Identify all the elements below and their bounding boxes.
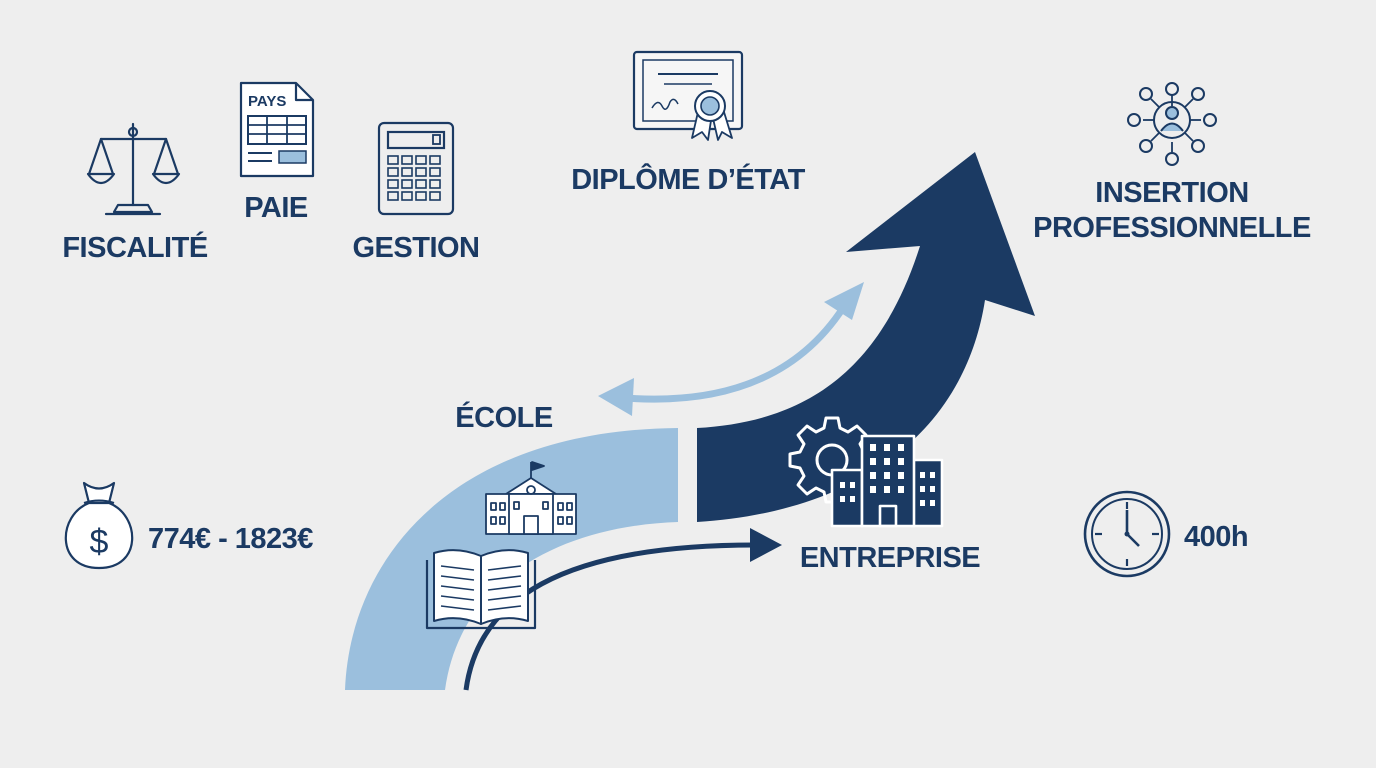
label-insertion-line1: INSERTION <box>1095 177 1248 209</box>
network-person-icon <box>1127 82 1217 166</box>
balance-scale-icon <box>86 122 181 216</box>
certificate-icon <box>632 50 744 141</box>
clock-icon <box>1083 490 1171 578</box>
payslip-icon: PAYS <box>239 81 315 178</box>
label-diplome: DIPLÔME D’ÉTAT <box>571 162 805 196</box>
label-salary-range: 774€ - 1823€ <box>148 523 313 555</box>
label-paie: PAIE <box>244 192 308 224</box>
school-building-icon <box>485 461 577 535</box>
alternance-arrowhead <box>750 528 782 562</box>
currency-symbol-text: $ <box>90 523 109 561</box>
money-bag-icon: $ <box>64 481 134 570</box>
exchange-arrowhead-left <box>598 378 634 416</box>
open-book-icon <box>425 549 537 630</box>
exchange-double-arrow <box>624 298 852 403</box>
payslip-header-text: PAYS <box>248 93 286 110</box>
label-gestion: GESTION <box>352 232 479 264</box>
label-entreprise: ENTREPRISE <box>800 542 980 574</box>
label-insertion-line2: PROFESSIONNELLE <box>1033 212 1311 244</box>
label-ecole: ÉCOLE <box>455 400 553 434</box>
calculator-icon <box>377 121 455 216</box>
alternance-arrow <box>463 542 756 691</box>
label-fiscalite: FISCALITÉ <box>62 230 207 264</box>
office-building-icon <box>830 434 944 528</box>
exchange-arrowhead-right <box>824 282 864 320</box>
entreprise-growth-arrow <box>697 152 1035 522</box>
label-hours: 400h <box>1184 521 1248 553</box>
